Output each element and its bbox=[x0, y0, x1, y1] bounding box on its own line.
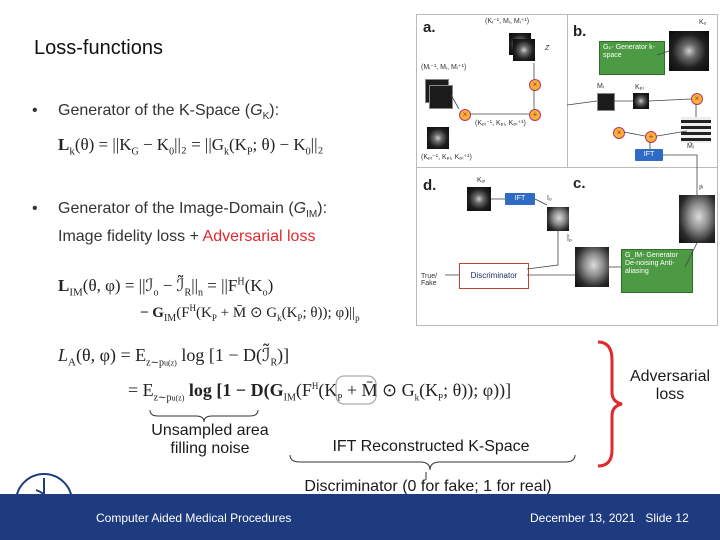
multiply-op-icon-b2: × bbox=[613, 127, 625, 139]
left-triplet-label: (Mᵢ⁻¹, Mᵢ, Mᵢ⁺¹) bbox=[421, 64, 467, 71]
ip-label: Ĩₚ bbox=[567, 236, 572, 243]
bracket-unsampled bbox=[149, 409, 259, 423]
ift-box-d: IFT bbox=[505, 193, 535, 205]
multiply-op-icon-b: × bbox=[691, 93, 703, 105]
bottom-triplet-label: (Kₚᵢ⁻¹, Kₚᵢ, Kₚᵢ⁺¹) bbox=[421, 154, 472, 161]
divider-vertical bbox=[567, 15, 568, 167]
highlight-fh-box bbox=[335, 375, 377, 405]
annotation-ift: IFT Reconstructed K-Space bbox=[332, 438, 530, 455]
mbar-label: M̄ᵢ bbox=[687, 143, 694, 150]
equation-im-loss-line1: LIM(θ, φ) = ||ℐo − ℐ̃R||n = ||FH(Ko) bbox=[58, 276, 274, 299]
z-label: Z bbox=[545, 45, 550, 52]
equation-adv-loss-line2: = Ez∼pu(z) log [1 − D(GIM(FH(KP + M̄ ⊙ G… bbox=[128, 380, 512, 404]
ik-label: Iᵏ bbox=[699, 185, 704, 192]
bracket-adversarial-red bbox=[597, 340, 623, 468]
annotation-adversarial: Adversarial loss bbox=[629, 368, 711, 403]
multiply-op-icon-2: × bbox=[459, 109, 471, 121]
svg-text:CAMP: CAMP bbox=[62, 516, 76, 538]
top-triplet-label: (Kᵢ⁻¹, Mᵢ, Mᵢ⁺¹) bbox=[485, 18, 530, 25]
annotation-discriminator: Discriminator (0 for fake; 1 for real) bbox=[304, 478, 552, 495]
ko-label: Kₒᵢ bbox=[477, 177, 486, 184]
divider-horizontal bbox=[417, 167, 717, 168]
kd-label: Kₒ bbox=[699, 19, 707, 26]
ik-image bbox=[679, 195, 715, 243]
bullet-dot: • bbox=[32, 200, 38, 217]
equation-im-loss-line2: − GIM(FH(KP + M̄ ⊙ Gk(KP; θ)); φ)||p bbox=[140, 303, 360, 324]
mask-image bbox=[597, 93, 615, 111]
mask-bar-image bbox=[681, 117, 711, 143]
kspace-output-image bbox=[669, 31, 709, 71]
bullet-dot: • bbox=[32, 102, 38, 119]
true-fake-label: True/ Fake bbox=[421, 273, 438, 287]
annotation-unsampled: Unsampled area filling noise bbox=[151, 422, 269, 457]
footer-bar: CAMP Computer Aided Medical Procedures D… bbox=[0, 473, 720, 540]
kpi-label: Kₚᵢ bbox=[635, 84, 644, 91]
equation-kspace-loss: Lk(θ) = ||KG − K0||₂ = ||Gk(KP; θ) − K0|… bbox=[58, 135, 324, 158]
panel-label-c: c. bbox=[573, 175, 586, 192]
multiply-op-icon: × bbox=[529, 79, 541, 91]
adversarial-loss-text: Adversarial loss bbox=[202, 228, 316, 246]
kspace-stack-top-2 bbox=[513, 39, 535, 61]
camp-logo: CAMP bbox=[15, 473, 76, 538]
bullet-kspace-generator: • Generator of the K-Space (GK): bbox=[32, 102, 280, 123]
add-op-icon: + bbox=[529, 109, 541, 121]
gk-generator-box: Gₖ- Generator k-space bbox=[599, 41, 665, 75]
slide-title: Loss-functions bbox=[34, 37, 163, 59]
panel-label-a: a. bbox=[423, 19, 436, 36]
bullet-image-generator: • Generator of the Image-Domain (GIM): I… bbox=[32, 200, 328, 246]
add-op-icon-b: + bbox=[645, 131, 657, 143]
panel-label-d: d. bbox=[423, 177, 437, 194]
panel-label-b: b. bbox=[573, 23, 587, 40]
kspace-stack-bottom bbox=[427, 127, 449, 149]
discriminator-box: Discriminator bbox=[459, 263, 529, 289]
gim-generator-box: G_IM- Generator De-noising Anti-aliasing bbox=[621, 249, 693, 293]
mi-label: Mᵢ bbox=[597, 83, 604, 90]
footer-left-text: Computer Aided Medical Procedures bbox=[96, 511, 292, 525]
ip-image bbox=[575, 247, 609, 287]
figure-arrows bbox=[445, 50, 698, 276]
ko-image bbox=[467, 187, 491, 211]
bracket-ift bbox=[289, 454, 576, 471]
architecture-figure: a. b. c. d. (Kᵢ⁻¹, Mᵢ, Mᵢ⁺¹) Z (Mᵢ⁻¹, Mᵢ… bbox=[416, 14, 718, 326]
mid-triplet-label: (Kₚᵢ⁻¹, Kₚᵢ, Kₚᵢ⁺¹) bbox=[475, 120, 526, 127]
io-image bbox=[547, 207, 569, 231]
kp-image bbox=[633, 93, 649, 109]
footer-right-text: December 13, 2021 Slide 12 bbox=[530, 511, 689, 525]
equation-adv-loss-line1: LA(θ, φ) = Ez∼pu(z) log [1 − D(ℐ̃R)] bbox=[58, 345, 290, 369]
ift-box-b: IFT bbox=[635, 149, 663, 161]
io-label: Iₒ bbox=[547, 195, 552, 202]
